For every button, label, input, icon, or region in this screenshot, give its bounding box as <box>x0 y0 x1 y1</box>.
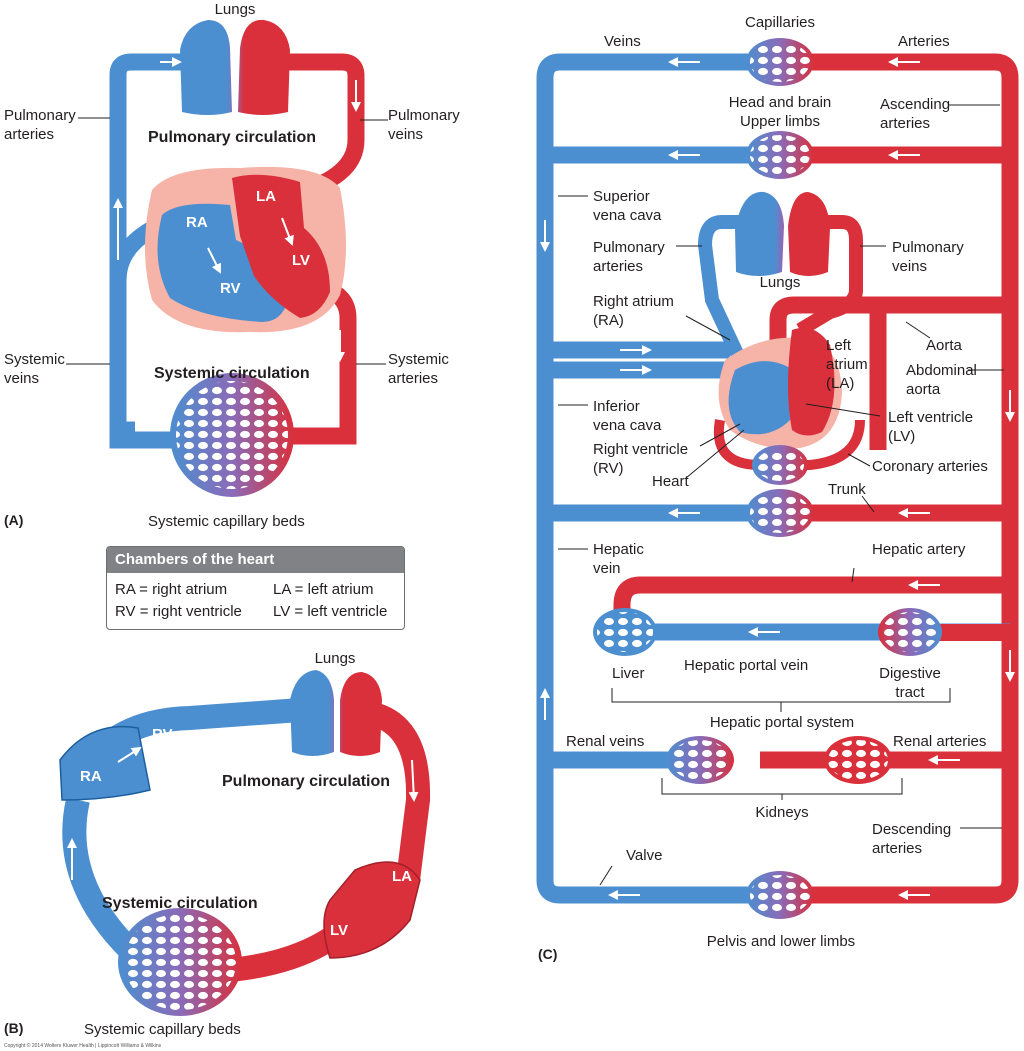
panel-c <box>536 38 1019 919</box>
a-systemic-circulation-title: Systemic circulation <box>154 365 310 382</box>
right-heart-shape <box>157 203 289 322</box>
c-ascending-arteries-label: Ascending arteries <box>880 96 951 132</box>
left-heart-c <box>788 327 835 436</box>
a-systemic-arteries-label: Systemic arteries <box>388 351 449 387</box>
c-trunk-label: Trunk <box>828 481 866 498</box>
panel-b <box>59 670 431 1016</box>
c-abdominal-aorta-label: Abdominal aorta <box>906 362 977 398</box>
panel-c-tag: (C) <box>538 946 558 962</box>
left-chambers-b <box>323 861 421 959</box>
c-arteries-header: Arteries <box>898 33 950 50</box>
c-valve-label: Valve <box>626 847 663 864</box>
right-chambers-b <box>59 725 151 801</box>
aorta-vessel <box>769 296 1010 385</box>
c-pulmonary-arteries-label: Pulmonary arteries <box>593 239 665 275</box>
c-heart-label: Heart <box>652 473 689 490</box>
c-lungs-label: Lungs <box>759 274 801 291</box>
a-pulmonary-circulation-title: Pulmonary circulation <box>148 129 317 146</box>
c-coronary-arteries-label: Coronary arteries <box>872 458 988 475</box>
hepatic-artery-vessel <box>613 576 1010 615</box>
c-hepatic-artery-label: Hepatic artery <box>872 541 966 558</box>
b-pulmonary-circulation-title: Pulmonary circulation <box>222 773 391 790</box>
b-ra-label: RA <box>80 768 102 785</box>
chambers-legend: Chambers of the heart RA = right atrium … <box>106 546 405 630</box>
flow-arrows <box>540 57 1015 900</box>
hepatic-portal-bracket <box>611 688 951 712</box>
pulmonary-artery-vessel <box>109 53 205 439</box>
capillary-mesh <box>176 381 288 489</box>
c-hepatic-portal-system-label: Hepatic portal system <box>709 714 855 731</box>
left-heart-shape <box>232 174 330 318</box>
c-left-ventricle-label: Left ventricle (LV) <box>888 409 974 445</box>
legend-ra: RA = right atrium <box>115 581 228 598</box>
c-pulmonary-veins-label: Pulmonary veins <box>892 239 964 275</box>
kidneys-bracket <box>661 778 903 800</box>
legend-la: LA = left atrium <box>273 581 374 598</box>
a-rv-label: RV <box>220 280 241 297</box>
panel-a <box>66 19 388 497</box>
a-pulmonary-veins-label: Pulmonary veins <box>388 107 460 143</box>
artery-trunk <box>812 53 1019 904</box>
legend-lv: LV = left ventricle <box>273 603 388 620</box>
b-systemic-circulation-title: Systemic circulation <box>102 895 258 912</box>
c-renal-veins-label: Renal veins <box>566 733 645 750</box>
lungs-shape <box>180 19 290 115</box>
c-aorta-label: Aorta <box>926 337 962 354</box>
systemic-loop-vein <box>62 797 139 959</box>
c-descending-arteries-label: Descending arteries <box>872 821 952 857</box>
capillary-meshes <box>597 42 938 915</box>
c-capillaries-header: Capillaries <box>744 14 816 31</box>
vein-trunk <box>536 53 748 904</box>
panel-b-tag: (B) <box>4 1020 24 1036</box>
b-capillary-beds-label: Systemic capillary beds <box>84 1021 241 1038</box>
c-digestive-tract-label: Digestive tract <box>879 665 941 701</box>
a-ra-label: RA <box>186 214 208 231</box>
c-right-ventricle-label: Right ventricle (RV) <box>593 441 689 477</box>
capillary-mesh <box>124 914 236 1010</box>
a-systemic-veins-label: Systemic veins <box>4 351 65 387</box>
c-kidneys-label: Kidneys <box>755 804 809 821</box>
legend-rv: RV = right ventricle <box>115 603 242 620</box>
a-lv-label: LV <box>292 252 311 269</box>
c-hepatic-vein-label: Hepatic vein <box>593 541 644 577</box>
c-head-brain-label: Head and brain Upper limbs <box>728 94 832 130</box>
a-capillary-beds-label: Systemic capillary beds <box>148 513 305 530</box>
a-pulmonary-arteries-label: Pulmonary arteries <box>4 107 76 143</box>
pulmonary-artery-c <box>697 215 747 363</box>
c-liver-label: Liver <box>612 665 645 682</box>
right-heart-c <box>728 361 800 435</box>
b-lv-label: LV <box>330 922 349 939</box>
legend-title: Chambers of the heart <box>107 547 404 573</box>
c-veins-header: Veins <box>604 33 641 50</box>
b-la-label: LA <box>392 868 412 885</box>
c-right-atrium-label: Right atrium (RA) <box>593 293 674 329</box>
b-lungs-label: Lungs <box>314 650 356 667</box>
c-hepatic-portal-vein-label: Hepatic portal vein <box>684 657 809 674</box>
c-superior-vena-cava-label: Superior vena cava <box>593 188 662 224</box>
c-pelvis-lower-limbs-label: Pelvis and lower limbs <box>706 933 856 950</box>
a-lungs-label: Lungs <box>214 1 256 18</box>
pulmonary-vein-c <box>796 215 863 337</box>
leader-lines <box>558 104 1004 886</box>
c-left-atrium-label: Left atrium (LA) <box>826 337 868 392</box>
a-la-label: LA <box>256 188 276 205</box>
b-rv-label: RV <box>152 726 173 743</box>
c-renal-arteries-label: Renal arteries <box>893 733 987 750</box>
lungs-c <box>735 191 830 276</box>
lungs-b <box>290 670 382 756</box>
panel-a-tag: (A) <box>4 512 24 528</box>
c-inferior-vena-cava-label: Inferior vena cava <box>593 398 662 434</box>
copyright-notice: Copyright © 2014 Wolters Kluwer Health |… <box>4 1043 162 1049</box>
